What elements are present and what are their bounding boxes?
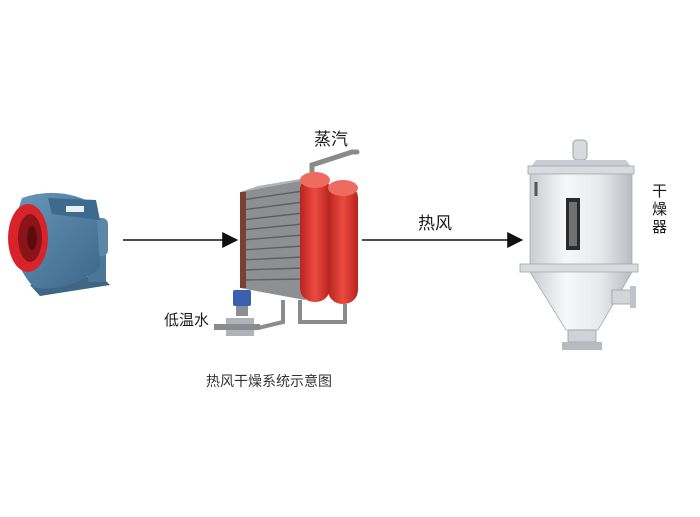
centrifugal-fan-icon [8,192,110,296]
low-temp-water-label: 低温水 [164,311,210,329]
hot-air-label: 热风 [418,214,452,234]
diagram-caption: 热风干燥系统示意图 [206,374,332,390]
hopper-dryer-icon [519,139,639,350]
steam-label: 蒸汽 [314,130,348,150]
heat-exchanger-icon [225,149,360,332]
control-valve-icon [214,290,260,336]
dryer-label: 干燥器 [650,183,668,237]
